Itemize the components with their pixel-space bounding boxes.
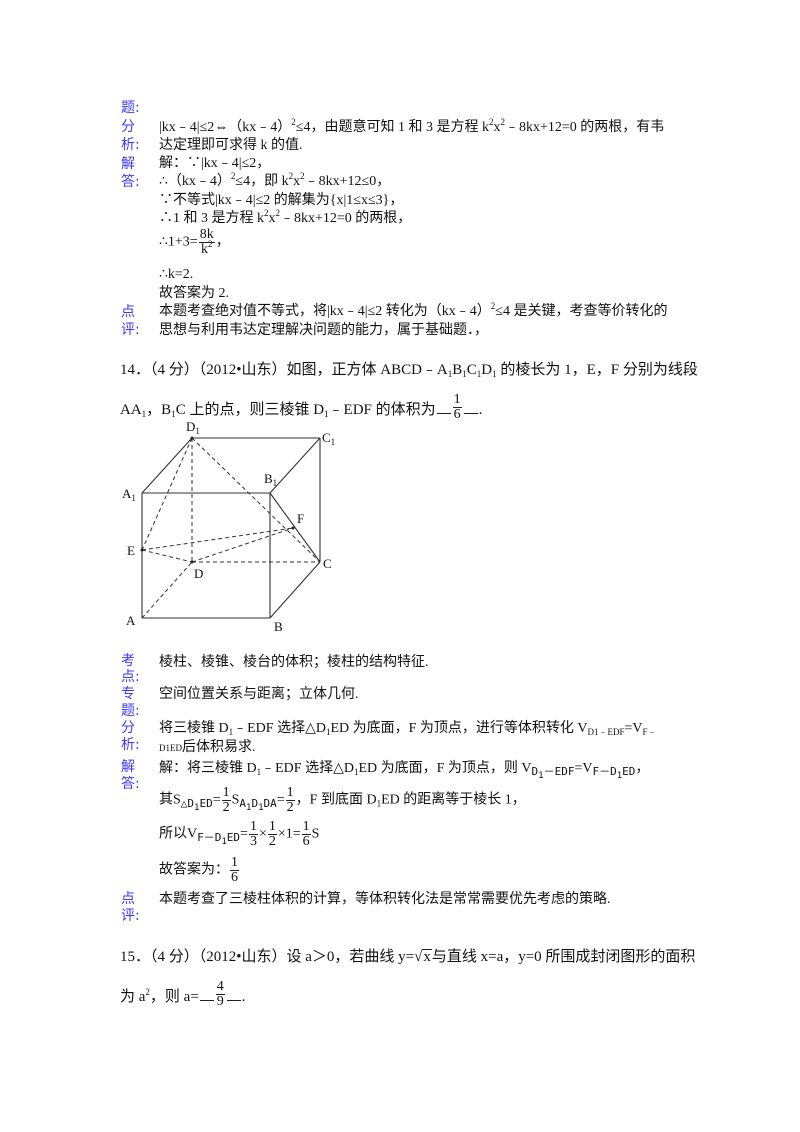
vertex-label-a1: A1: [122, 486, 136, 503]
q14-analysis-line-1: 将三棱锥 D1﹣EDF 选择△D1ED 为底面，F 为顶点，进行等体积转化 VD…: [159, 721, 657, 737]
label-solution-q14-2: 答:: [121, 776, 140, 792]
vertex-label-c1: C1: [322, 430, 336, 447]
label-kaodian-1: 考: [121, 653, 135, 669]
q14-analysis-line-2: D1ED后体积易求.: [159, 740, 256, 755]
q13-sol-line-1: 解：∵|kx﹣4|≤2，: [159, 156, 271, 171]
q13-sol-line-6: ∴k=2.: [159, 267, 194, 282]
q14-comment: 本题考查了三棱柱体积的计算，等体积转化法是常常需要优先考虑的策略.: [159, 892, 611, 907]
label-zhuanti-1: 专: [121, 686, 135, 702]
vertex-label-b1: B1: [264, 471, 278, 488]
label-solution-2: 答:: [121, 174, 140, 190]
q13-analysis-line-2: 达定理即可求得 k 的值.: [159, 138, 303, 153]
vertex-label-e: E: [127, 543, 135, 558]
vertex-label-a: A: [126, 613, 136, 628]
vertex-label-c: C: [323, 556, 332, 571]
label-solution-q14-1: 解: [121, 759, 135, 775]
label-topic-tail: 题:: [121, 100, 140, 116]
q14-stem-line-1: 14．（4 分）（2012•山东）如图，正方体 ABCD﹣A1B1C1D1 的棱…: [120, 362, 698, 379]
label-analysis-2: 析:: [121, 137, 140, 153]
q13-sol-line-3: ∵不等式|kx﹣4|≤2 的解集为{x|1≤x≤3}，: [159, 193, 404, 208]
q14-kaodian: 棱柱、棱锥、棱台的体积；棱柱的结构特征.: [159, 655, 429, 670]
q13-analysis-line-1: |kx﹣4|≤2⇔（kx﹣4）2≤4，由题意可知 1 和 3 是方程 k2x2﹣…: [159, 117, 665, 135]
sqrt-symbol: √: [414, 949, 423, 965]
label-kaodian-2: 点:: [121, 669, 140, 685]
q14-zhuanti: 空间位置关系与距离；立体几何.: [159, 687, 359, 702]
vertex-label-b: B: [274, 619, 283, 634]
label-analysis-q14-1: 分: [121, 720, 135, 736]
q13-sol-line-7: 故答案为 2.: [159, 286, 229, 301]
label-comment-2: 评:: [121, 322, 140, 338]
vertex-label-f: F: [297, 511, 305, 526]
q14-sol-line-1: 解：将三棱锥 D1﹣EDF 选择△D1ED 为底面，F 为顶点，则 VD1－ED…: [159, 761, 650, 781]
vertex-label-d1: D1: [186, 419, 200, 436]
vertex-label-d: D: [194, 566, 204, 581]
label-analysis-q14-2: 析:: [121, 737, 140, 753]
q15-stem-line-1: 15．（4 分）（2012•山东）设 a＞0，若曲线 y=√x与直线 x=a，y…: [120, 949, 696, 965]
label-comment-q14-1: 点: [121, 891, 135, 907]
q13-comment-line-2: 思想与利用韦达定理解决问题的能力，属于基础题．，: [159, 323, 488, 338]
q13-sol-line-4: ∴1 和 3 是方程 k2x2﹣8kx+12=0 的两根，: [159, 208, 412, 226]
q13-sol-line-2: ∴（kx﹣4）2≤4，即 k2x2﹣8kx+12≤0，: [159, 171, 391, 189]
label-comment-q14-2: 评:: [121, 908, 140, 924]
label-zhuanti-2: 题:: [121, 703, 140, 719]
label-analysis-1: 分: [121, 119, 135, 135]
label-solution-1: 解: [121, 156, 135, 172]
label-comment-1: 点: [121, 304, 135, 320]
q13-comment-line-1: 本题考查绝对值不等式，将|kx﹣4|≤2 转化为（kx﹣4）2≤4 是关键，考查…: [159, 301, 668, 319]
